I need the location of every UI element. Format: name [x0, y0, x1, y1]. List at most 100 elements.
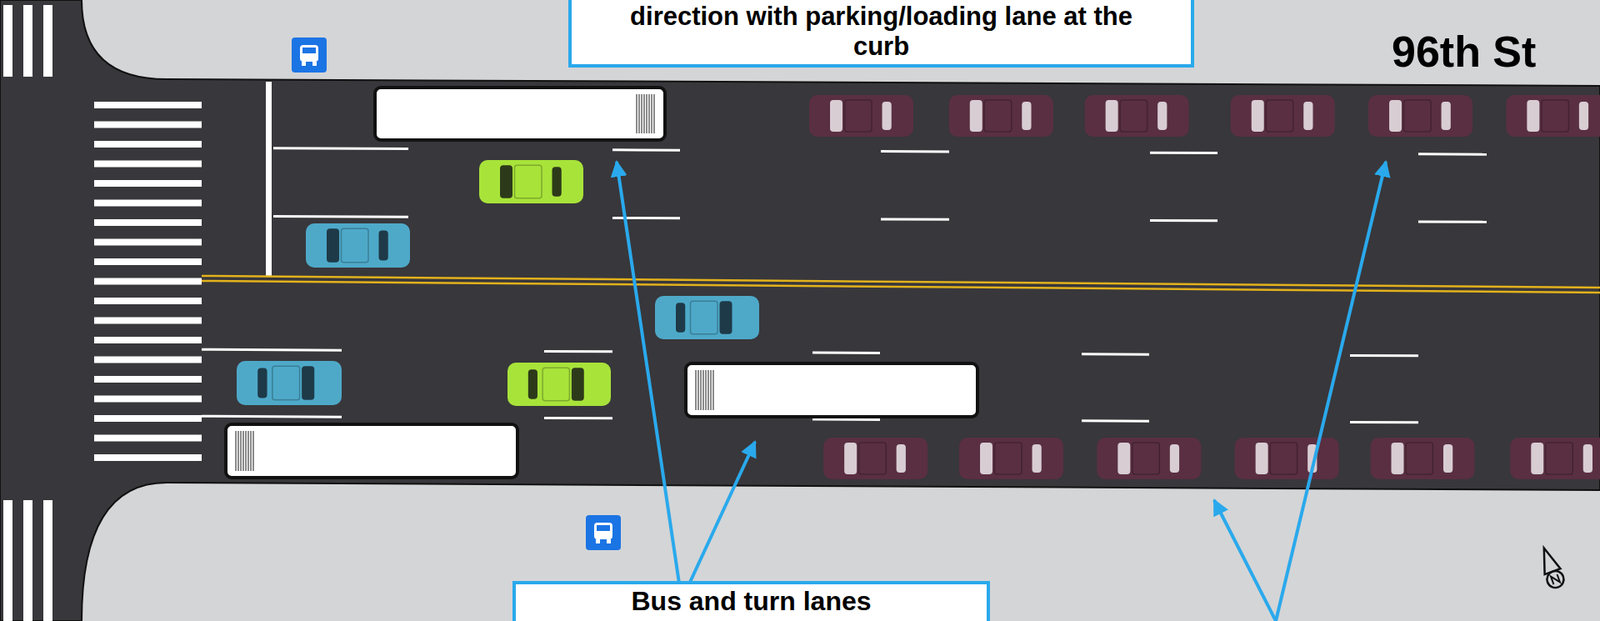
lane-dash: [1081, 352, 1150, 355]
bus-grille: [240, 430, 242, 471]
crosswalk-stripe: [94, 121, 202, 129]
bus-body: [375, 87, 665, 140]
bus-grille: [710, 370, 712, 410]
car-body: [1370, 437, 1475, 480]
car-window: [882, 101, 892, 130]
bus-grille: [712, 370, 715, 410]
car-roof: [1270, 442, 1298, 475]
car-window: [1105, 100, 1119, 132]
bus-grille: [697, 370, 700, 410]
car: [1510, 437, 1600, 480]
car: [1085, 95, 1190, 137]
lane-dash: [880, 150, 950, 153]
car: [1230, 95, 1335, 137]
car-window: [500, 165, 513, 199]
car-roof: [1265, 100, 1294, 132]
stop-line: [265, 81, 272, 277]
bus-grille: [235, 430, 237, 471]
bus-glyph: [312, 61, 317, 66]
crosswalk-stripe: [94, 239, 202, 246]
bus-grille: [645, 94, 648, 134]
bus-glyph: [596, 525, 610, 531]
car-body: [479, 160, 584, 204]
car-body: [1230, 95, 1335, 137]
bus-grille: [650, 94, 653, 134]
lane-marking: [43, 5, 53, 77]
car-window: [1032, 444, 1042, 473]
bus-glyph: [300, 45, 319, 62]
car-window: [844, 442, 857, 475]
car-window: [1170, 444, 1180, 473]
car-body: [959, 437, 1064, 480]
car-window: [326, 228, 340, 262]
car-window: [1443, 444, 1453, 473]
car-roof: [984, 100, 1012, 132]
car: [507, 362, 611, 406]
car: [305, 223, 410, 268]
car-body: [1096, 437, 1201, 480]
car: [823, 437, 928, 480]
lane-dash: [612, 148, 680, 151]
crosswalk-stripe: [94, 415, 202, 422]
bus-grille: [250, 430, 252, 471]
car: [1235, 437, 1340, 480]
leader-line: [681, 441, 755, 600]
bus-grille: [643, 94, 645, 134]
car-body: [305, 223, 410, 268]
lane-marking: [43, 500, 53, 621]
car-body: [949, 95, 1054, 137]
north-arrow-glyph: [1550, 574, 1560, 585]
bus-grille: [638, 94, 640, 134]
bus: [685, 363, 978, 417]
car-window: [1526, 100, 1540, 132]
car-window: [980, 442, 993, 475]
lane-dash: [1350, 354, 1419, 357]
lane-dash: [812, 418, 880, 421]
bus-grille: [247, 430, 250, 471]
car: [959, 437, 1064, 480]
car-body: [507, 362, 611, 406]
car-roof: [1545, 442, 1574, 475]
car-window: [1579, 101, 1589, 130]
car-window: [675, 302, 685, 332]
north-arrow: [1535, 545, 1566, 590]
car: [1096, 437, 1201, 480]
car: [949, 95, 1054, 137]
bus-grille: [707, 370, 710, 410]
car: [479, 160, 584, 204]
bus-grille: [635, 94, 638, 134]
street-name: 96th St: [1391, 26, 1536, 77]
car-window: [896, 444, 906, 473]
north-arrow-head: [1535, 545, 1560, 575]
car-window: [970, 100, 983, 132]
bus-grille: [237, 430, 240, 471]
car-window: [830, 100, 843, 132]
center-line: [201, 280, 1600, 293]
callout-text: direction with parking/loading lane at t…: [605, 1, 1158, 61]
crosswalk-stripe: [94, 395, 202, 403]
car-window: [257, 367, 267, 398]
lane-dash: [1081, 419, 1150, 422]
crosswalk-stripe: [94, 258, 202, 265]
lane-dash: [1150, 219, 1218, 222]
bus-grille: [705, 370, 707, 410]
car-window: [379, 230, 389, 260]
car-body: [809, 95, 914, 137]
lane-dash: [201, 348, 342, 352]
car-window: [552, 166, 562, 196]
lane-marking: [3, 500, 13, 621]
bus: [375, 87, 665, 140]
callout-box: Bus and turn lanes: [512, 580, 990, 621]
crosswalk-stripe: [94, 180, 202, 187]
car: [1505, 95, 1600, 137]
car-roof: [1132, 442, 1160, 475]
crosswalk-stripe: [94, 454, 202, 461]
car-roof: [995, 442, 1023, 475]
bus-body: [225, 424, 518, 478]
car-window: [1251, 100, 1265, 132]
car: [236, 360, 342, 405]
leader-line: [1275, 161, 1386, 621]
lane-dash: [612, 216, 680, 220]
car-window: [1530, 442, 1544, 475]
